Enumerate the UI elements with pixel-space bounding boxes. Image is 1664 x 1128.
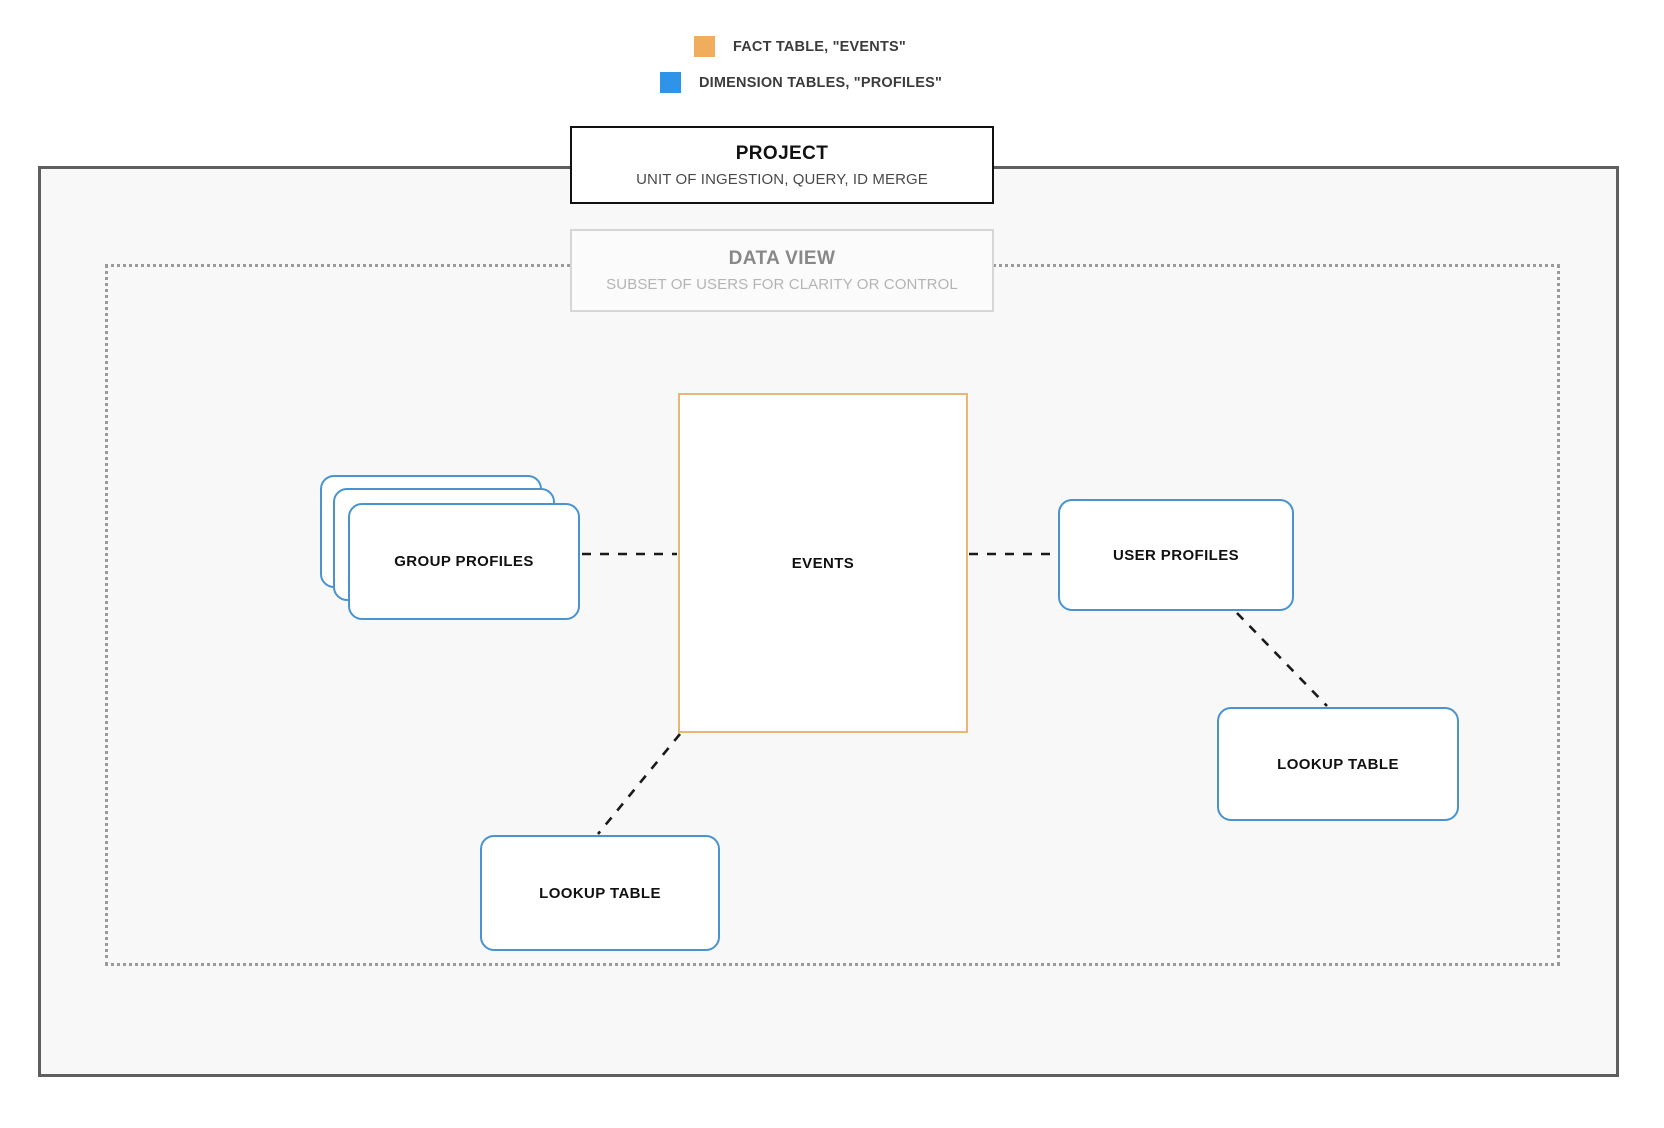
node-label-user-profiles: USER PROFILES [1112,546,1240,564]
node-label-lookup-table-left: LOOKUP TABLE [539,884,661,902]
node-group-profiles-stack[interactable]: GROUP PROFILES [320,475,580,620]
node-lookup-table-left[interactable]: LOOKUP TABLE [480,835,720,951]
project-title: PROJECT [735,142,829,164]
data-view-title: DATA VIEW [728,248,836,269]
node-label-group-profiles: GROUP PROFILES [394,553,534,570]
node-label-events: EVENTS [791,554,855,572]
node-user-profiles[interactable]: USER PROFILES [1058,499,1294,611]
legend-label-dimension-tables: DIMENSION TABLES, "PROFILES" [699,74,943,91]
node-lookup-table-right[interactable]: LOOKUP TABLE [1217,707,1459,821]
stack-layer-front[interactable]: GROUP PROFILES [348,503,580,620]
square-swatch-icon [694,36,715,57]
node-events-fact-table[interactable]: EVENTS [678,393,968,733]
legend-label-fact-table: FACT TABLE, "EVENTS" [733,38,906,55]
project-header-card[interactable]: PROJECT UNIT OF INGESTION, QUERY, ID MER… [570,126,994,204]
square-swatch-icon [660,72,681,93]
data-view-subtitle: SUBSET OF USERS FOR CLARITY OR CONTROL [606,276,958,293]
node-label-lookup-table-right: LOOKUP TABLE [1277,755,1399,773]
legend-item-dimension-tables: DIMENSION TABLES, "PROFILES" [660,72,942,93]
legend-item-fact-table: FACT TABLE, "EVENTS" [694,36,906,57]
project-subtitle: UNIT OF INGESTION, QUERY, ID MERGE [636,170,928,188]
data-view-header-card[interactable]: DATA VIEW SUBSET OF USERS FOR CLARITY OR… [570,229,994,312]
